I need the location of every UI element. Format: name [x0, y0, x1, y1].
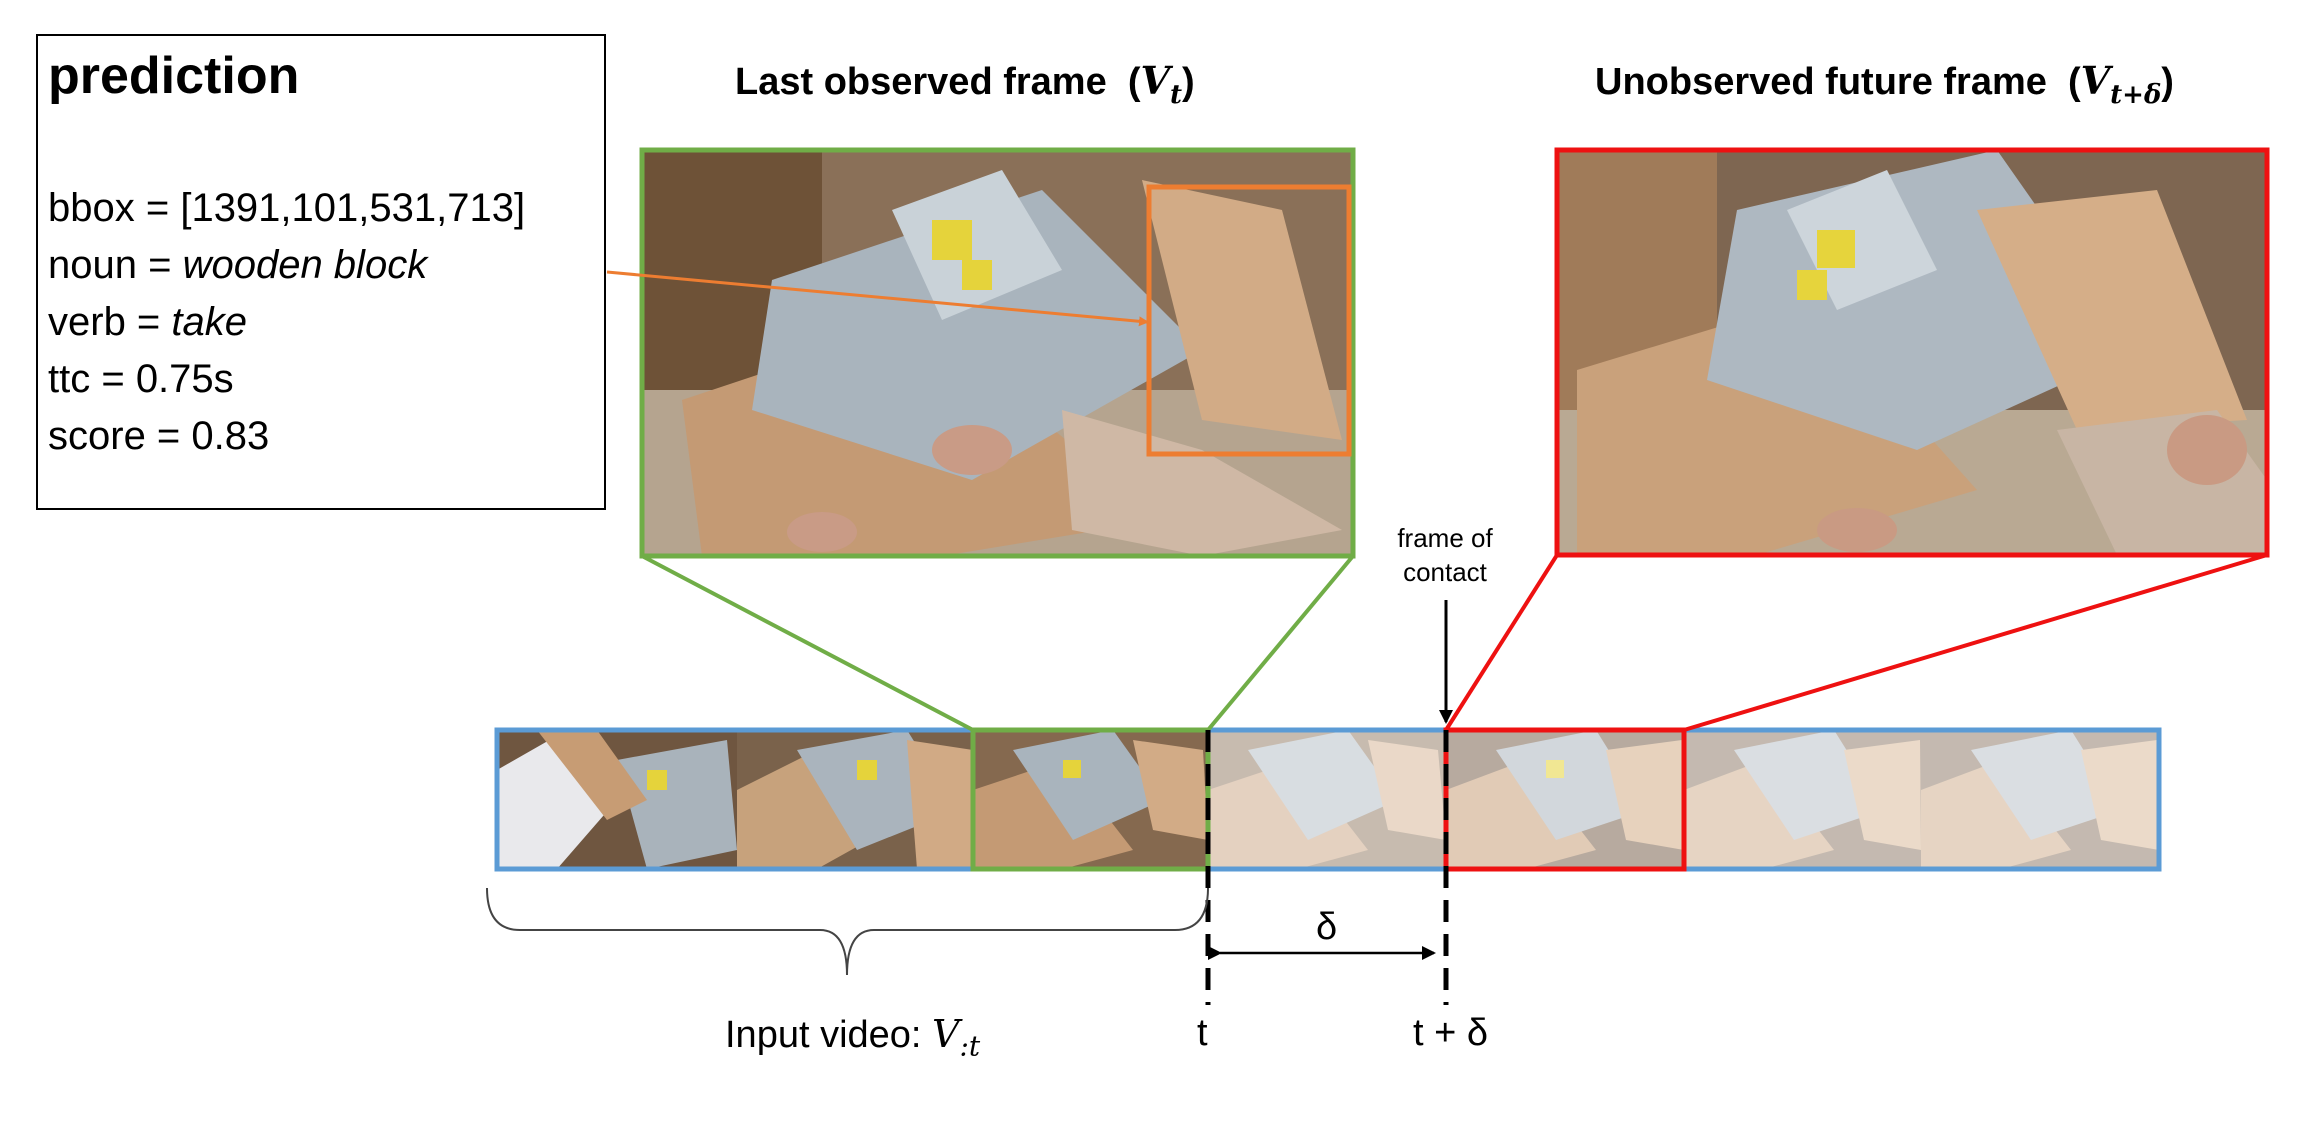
future-frame-border — [1554, 147, 2270, 558]
last-observed-symbol: V — [1140, 58, 1170, 103]
predicted-bbox — [1146, 184, 1352, 457]
future-heading-text: Unobserved future frame — [1595, 61, 2047, 103]
input-video-text: Input video: — [725, 1014, 933, 1056]
input-video-brace — [486, 887, 1209, 976]
strip-frame-5 — [1446, 730, 1684, 869]
strip-frame-3 — [973, 730, 1208, 869]
noun-value: wooden block — [182, 243, 428, 287]
future-heading: Unobserved future frame (Vt+δ) — [1595, 58, 2174, 110]
verb-label: verb = — [48, 300, 172, 344]
strip-observed-highlight — [970, 727, 1211, 872]
verb-line: verb = take — [48, 300, 247, 345]
bbox-line: bbox = [1391,101,531,713] — [48, 186, 525, 231]
future-symbol: V — [2080, 58, 2111, 103]
strip-frame-1 — [497, 730, 737, 869]
input-video-sub: :t — [959, 1029, 981, 1063]
input-video-label: Input video: V:t — [725, 1012, 980, 1063]
red-connector-left — [1444, 553, 1559, 732]
filmstrip-border — [494, 727, 2162, 872]
last-observed-frame-border — [639, 147, 1356, 559]
prediction-title: prediction — [48, 47, 300, 105]
bbox-pointer-arrow — [606, 270, 1149, 327]
green-connector-right — [1206, 554, 1355, 732]
future-frame — [1557, 150, 2267, 555]
noun-line: noun = wooden block — [48, 243, 427, 288]
video-frame-photo — [642, 150, 1353, 556]
strip-frame-7 — [1921, 730, 2159, 869]
score-line: score = 0.83 — [48, 414, 270, 458]
video-frame-photo — [973, 730, 1208, 869]
last-observed-heading: Last observed frame (Vt) — [735, 58, 1195, 110]
red-connector-right — [1683, 553, 2268, 732]
video-frame-photo — [737, 730, 973, 869]
video-frame-photo — [1557, 150, 2267, 555]
prediction-box: prediction bbox = [1391,101,531,713] nou… — [36, 34, 606, 510]
noun-label: noun = — [48, 243, 183, 287]
video-frame-photo — [1208, 730, 1446, 869]
strip-future-highlight — [1443, 727, 1687, 872]
frame-of-contact-label: frame of contact — [1397, 523, 1493, 587]
input-video-symbol: V — [932, 1012, 960, 1056]
last-observed-frame — [642, 150, 1353, 556]
ttc-line: ttc = 0.75s — [48, 357, 234, 401]
future-sub: t+δ — [2110, 79, 2162, 110]
strip-frame-4 — [1208, 730, 1446, 869]
video-frame-photo — [1921, 730, 2159, 869]
strip-frame-2 — [737, 730, 973, 869]
strip-frame-6 — [1684, 730, 1921, 869]
verb-value: take — [171, 300, 248, 344]
last-observed-heading-text: Last observed frame — [735, 61, 1107, 103]
t-label: t — [1197, 1012, 1208, 1054]
bbox-value: [1391,101,531,713] — [180, 186, 526, 230]
video-frame-photo — [497, 730, 737, 869]
green-connector-left — [641, 554, 974, 732]
bbox-label: bbox = — [48, 186, 181, 230]
delta-label: δ — [1316, 906, 1338, 948]
video-frame-photo — [1684, 730, 1921, 869]
last-observed-sub: t — [1169, 79, 1182, 110]
video-frame-photo — [1446, 730, 1684, 869]
t-delta-label: t + δ — [1413, 1012, 1489, 1054]
